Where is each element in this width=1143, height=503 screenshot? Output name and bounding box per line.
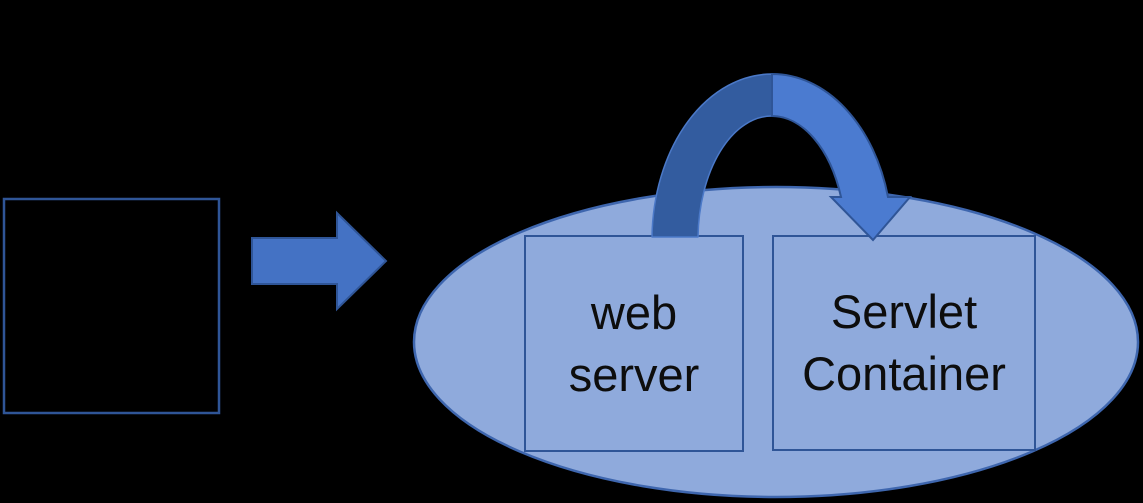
curved-arrow-front-icon — [771, 72, 913, 242]
curved-arrow-back-icon — [651, 73, 773, 238]
client-square — [2, 197, 221, 415]
servlet-container-box — [772, 235, 1036, 451]
right-arrow-icon — [251, 210, 388, 312]
web-server-box — [524, 235, 744, 452]
